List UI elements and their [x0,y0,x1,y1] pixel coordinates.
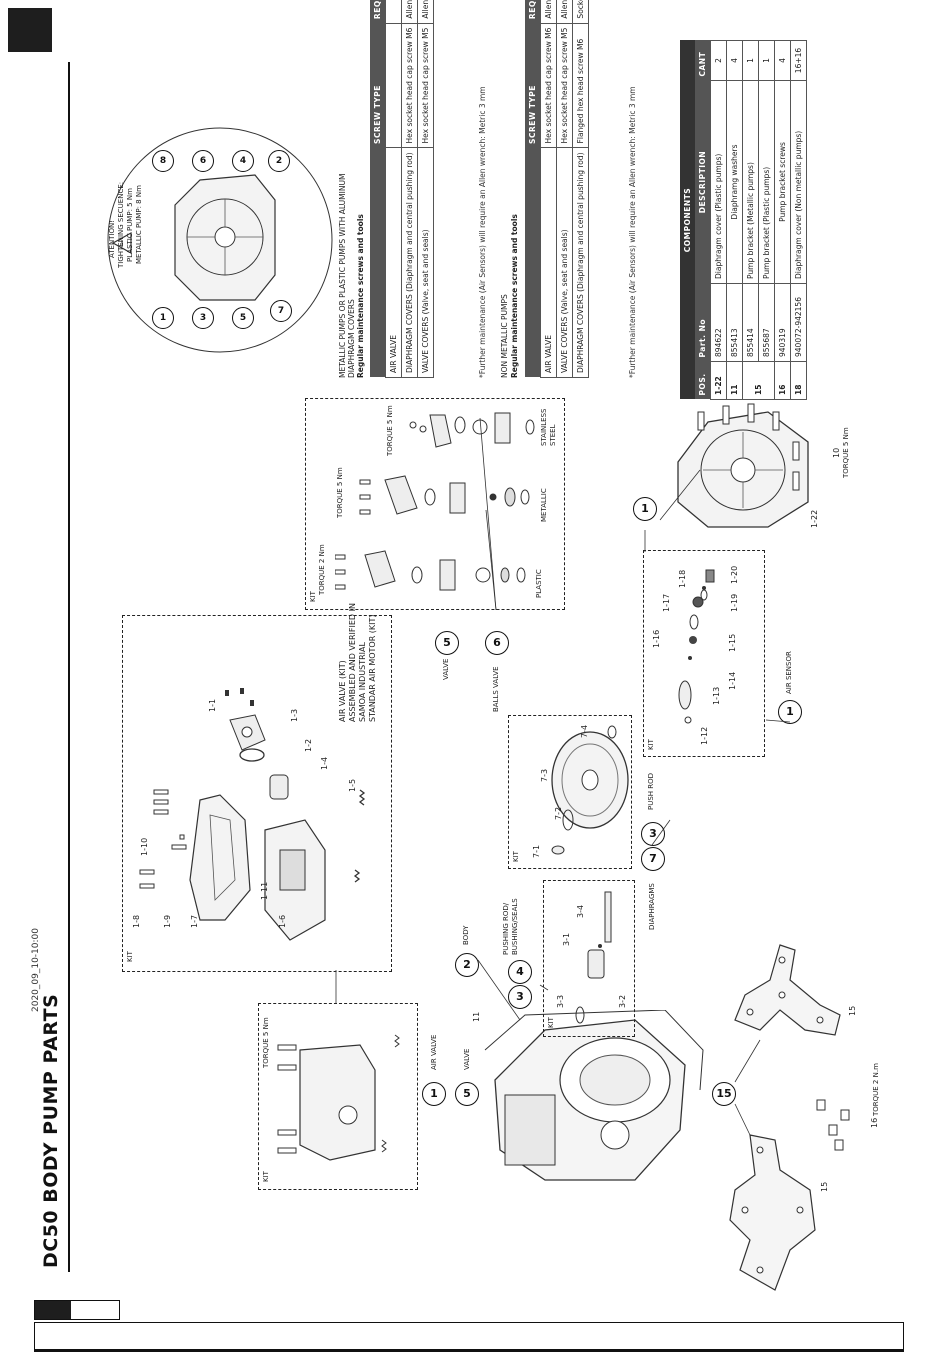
callout-valve-kit: 5 [435,631,459,655]
diaphragm-cover-drawing [677,403,809,528]
callout-cover: 1 [633,497,657,521]
tighten-seq-3: 3 [192,307,214,329]
callout-air-sensor: 1 [778,700,802,724]
diaphragm-kit-box [508,715,632,869]
svg-text:!: ! [120,239,124,250]
bracket-screws-drawing [816,1099,850,1151]
callout-diaphragms: 7 [641,847,665,871]
page-number-badge [34,1300,120,1320]
valve-kit-drawing [335,412,535,591]
callout-push-rod: 3 [641,822,665,846]
tighten-seq-7: 7 [270,300,292,322]
tightening-sequence-diagram: ! [107,127,333,353]
pump-bracket-lower-drawing [729,1134,816,1291]
tighten-seq-2: 2 [268,150,290,172]
callout-pushing-rod-3: 3 [508,985,532,1009]
callout-valve: 5 [455,1082,479,1106]
air-sensor-drawing [678,569,715,724]
pump-body-drawing [484,1010,704,1181]
air-valve-side-kit-box [258,1003,418,1190]
air-sensor-kit-box [643,550,765,757]
callout-bracket: 15 [712,1082,736,1106]
callout-pushing-rod-4: 4 [508,960,532,984]
air-valve-kit-box [122,615,392,972]
push-rod-kit-box [543,880,635,1037]
tighten-seq-6: 6 [192,150,214,172]
diaphragm-drawing [551,725,629,855]
page-corner-tab [8,8,52,52]
tighten-seq-8: 8 [152,150,174,172]
footer-bar [34,1322,904,1352]
tighten-seq-4: 4 [232,150,254,172]
tighten-seq-1: 1 [152,307,174,329]
air-valve-side-drawing [277,1034,400,1161]
push-rod-drawing [575,891,612,1024]
valve-kit-box [305,398,565,610]
callout-body: 2 [455,953,479,977]
air-valve-exploded-drawing [139,688,366,941]
tighten-seq-5: 5 [232,307,254,329]
left-rule [68,62,70,1272]
pump-bracket-upper-drawing [734,944,841,1036]
callout-balls-valve: 6 [485,631,509,655]
callout-air-valve: 1 [422,1082,446,1106]
